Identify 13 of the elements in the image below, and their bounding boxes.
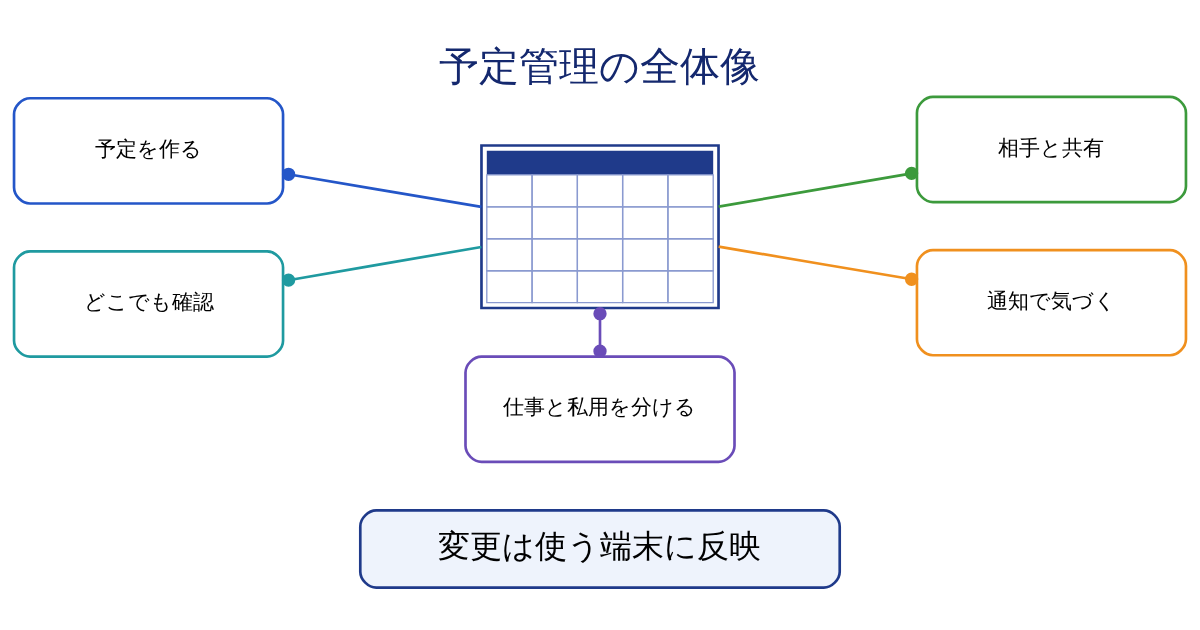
diagram-title: 予定管理の全体像 bbox=[439, 42, 761, 89]
node-box: 仕事と私用を分ける bbox=[464, 355, 736, 464]
node-box: 通知で気づく bbox=[915, 248, 1188, 357]
node-box: 変更は使う端末に反映 bbox=[358, 509, 842, 589]
node-box: 予定を作る bbox=[12, 96, 285, 205]
node-box: どこでも確認 bbox=[12, 250, 285, 358]
connector bbox=[281, 167, 482, 209]
node-box bbox=[480, 144, 720, 310]
connector bbox=[718, 166, 919, 208]
connector bbox=[718, 245, 919, 286]
connector bbox=[593, 307, 607, 358]
connector bbox=[281, 245, 482, 287]
node-box: 相手と共有 bbox=[915, 95, 1188, 204]
